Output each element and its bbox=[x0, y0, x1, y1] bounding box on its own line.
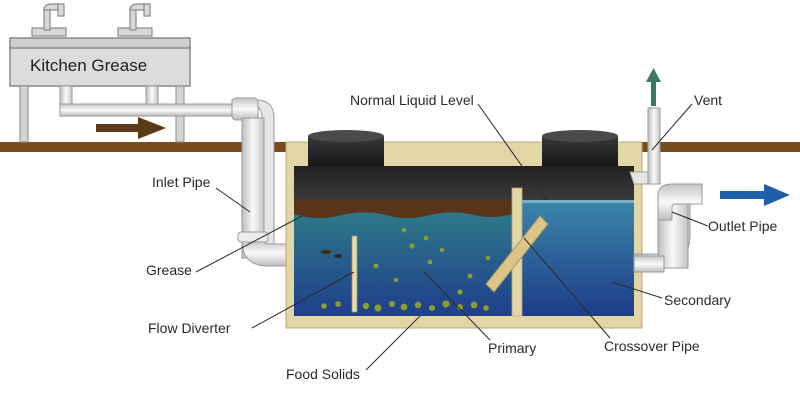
vent-pipe bbox=[629, 107, 661, 185]
leader-lines bbox=[195, 103, 709, 371]
leader-flow-diverter bbox=[251, 271, 355, 329]
kitchen-grease-title: Kitchen Grease bbox=[30, 56, 148, 75]
label-secondary: Secondary bbox=[664, 292, 731, 308]
outflow-arrow-icon bbox=[720, 184, 790, 206]
label-normal-liquid-level: Normal Liquid Level bbox=[350, 92, 474, 108]
inlet-pipe bbox=[231, 97, 293, 267]
air-space bbox=[294, 166, 634, 200]
leader-crossover-pipe bbox=[523, 237, 611, 339]
outlet-pipe bbox=[633, 183, 703, 273]
primary-chamber bbox=[294, 200, 512, 316]
vent-arrow-icon bbox=[646, 68, 661, 106]
leader-food-solids bbox=[365, 315, 421, 371]
leader-vent bbox=[651, 103, 693, 151]
leader-grease bbox=[195, 215, 303, 273]
lid-left bbox=[308, 130, 384, 172]
label-vent: Vent bbox=[694, 92, 723, 108]
kitchen-sink bbox=[9, 3, 251, 143]
flow-arrow-icon bbox=[96, 117, 166, 139]
label-outlet-pipe: Outlet Pipe bbox=[708, 218, 778, 234]
label-inlet-pipe: Inlet Pipe bbox=[152, 174, 211, 190]
leader-normal-liquid-level bbox=[477, 103, 547, 201]
leader-secondary bbox=[611, 281, 663, 299]
label-crossover-pipe: Crossover Pipe bbox=[604, 338, 700, 354]
leader-outlet-pipe bbox=[671, 211, 709, 227]
grease-layer bbox=[294, 200, 512, 219]
crossover-pipe bbox=[485, 215, 549, 293]
label-food-solids: Food Solids bbox=[286, 366, 360, 382]
label-flow-diverter: Flow Diverter bbox=[148, 320, 231, 336]
label-grease: Grease bbox=[146, 262, 192, 278]
faucet-left-icon bbox=[31, 3, 67, 37]
ground-right bbox=[640, 142, 800, 152]
flow-diverter bbox=[351, 235, 358, 313]
ground-left bbox=[0, 142, 290, 152]
leader-inlet-pipe bbox=[215, 187, 251, 213]
grease-droplets bbox=[321, 250, 342, 258]
faucet-right-icon bbox=[117, 3, 153, 37]
food-solids-particles bbox=[321, 227, 491, 312]
label-primary: Primary bbox=[488, 340, 537, 356]
leader-primary bbox=[423, 271, 491, 341]
lid-right bbox=[542, 130, 618, 172]
